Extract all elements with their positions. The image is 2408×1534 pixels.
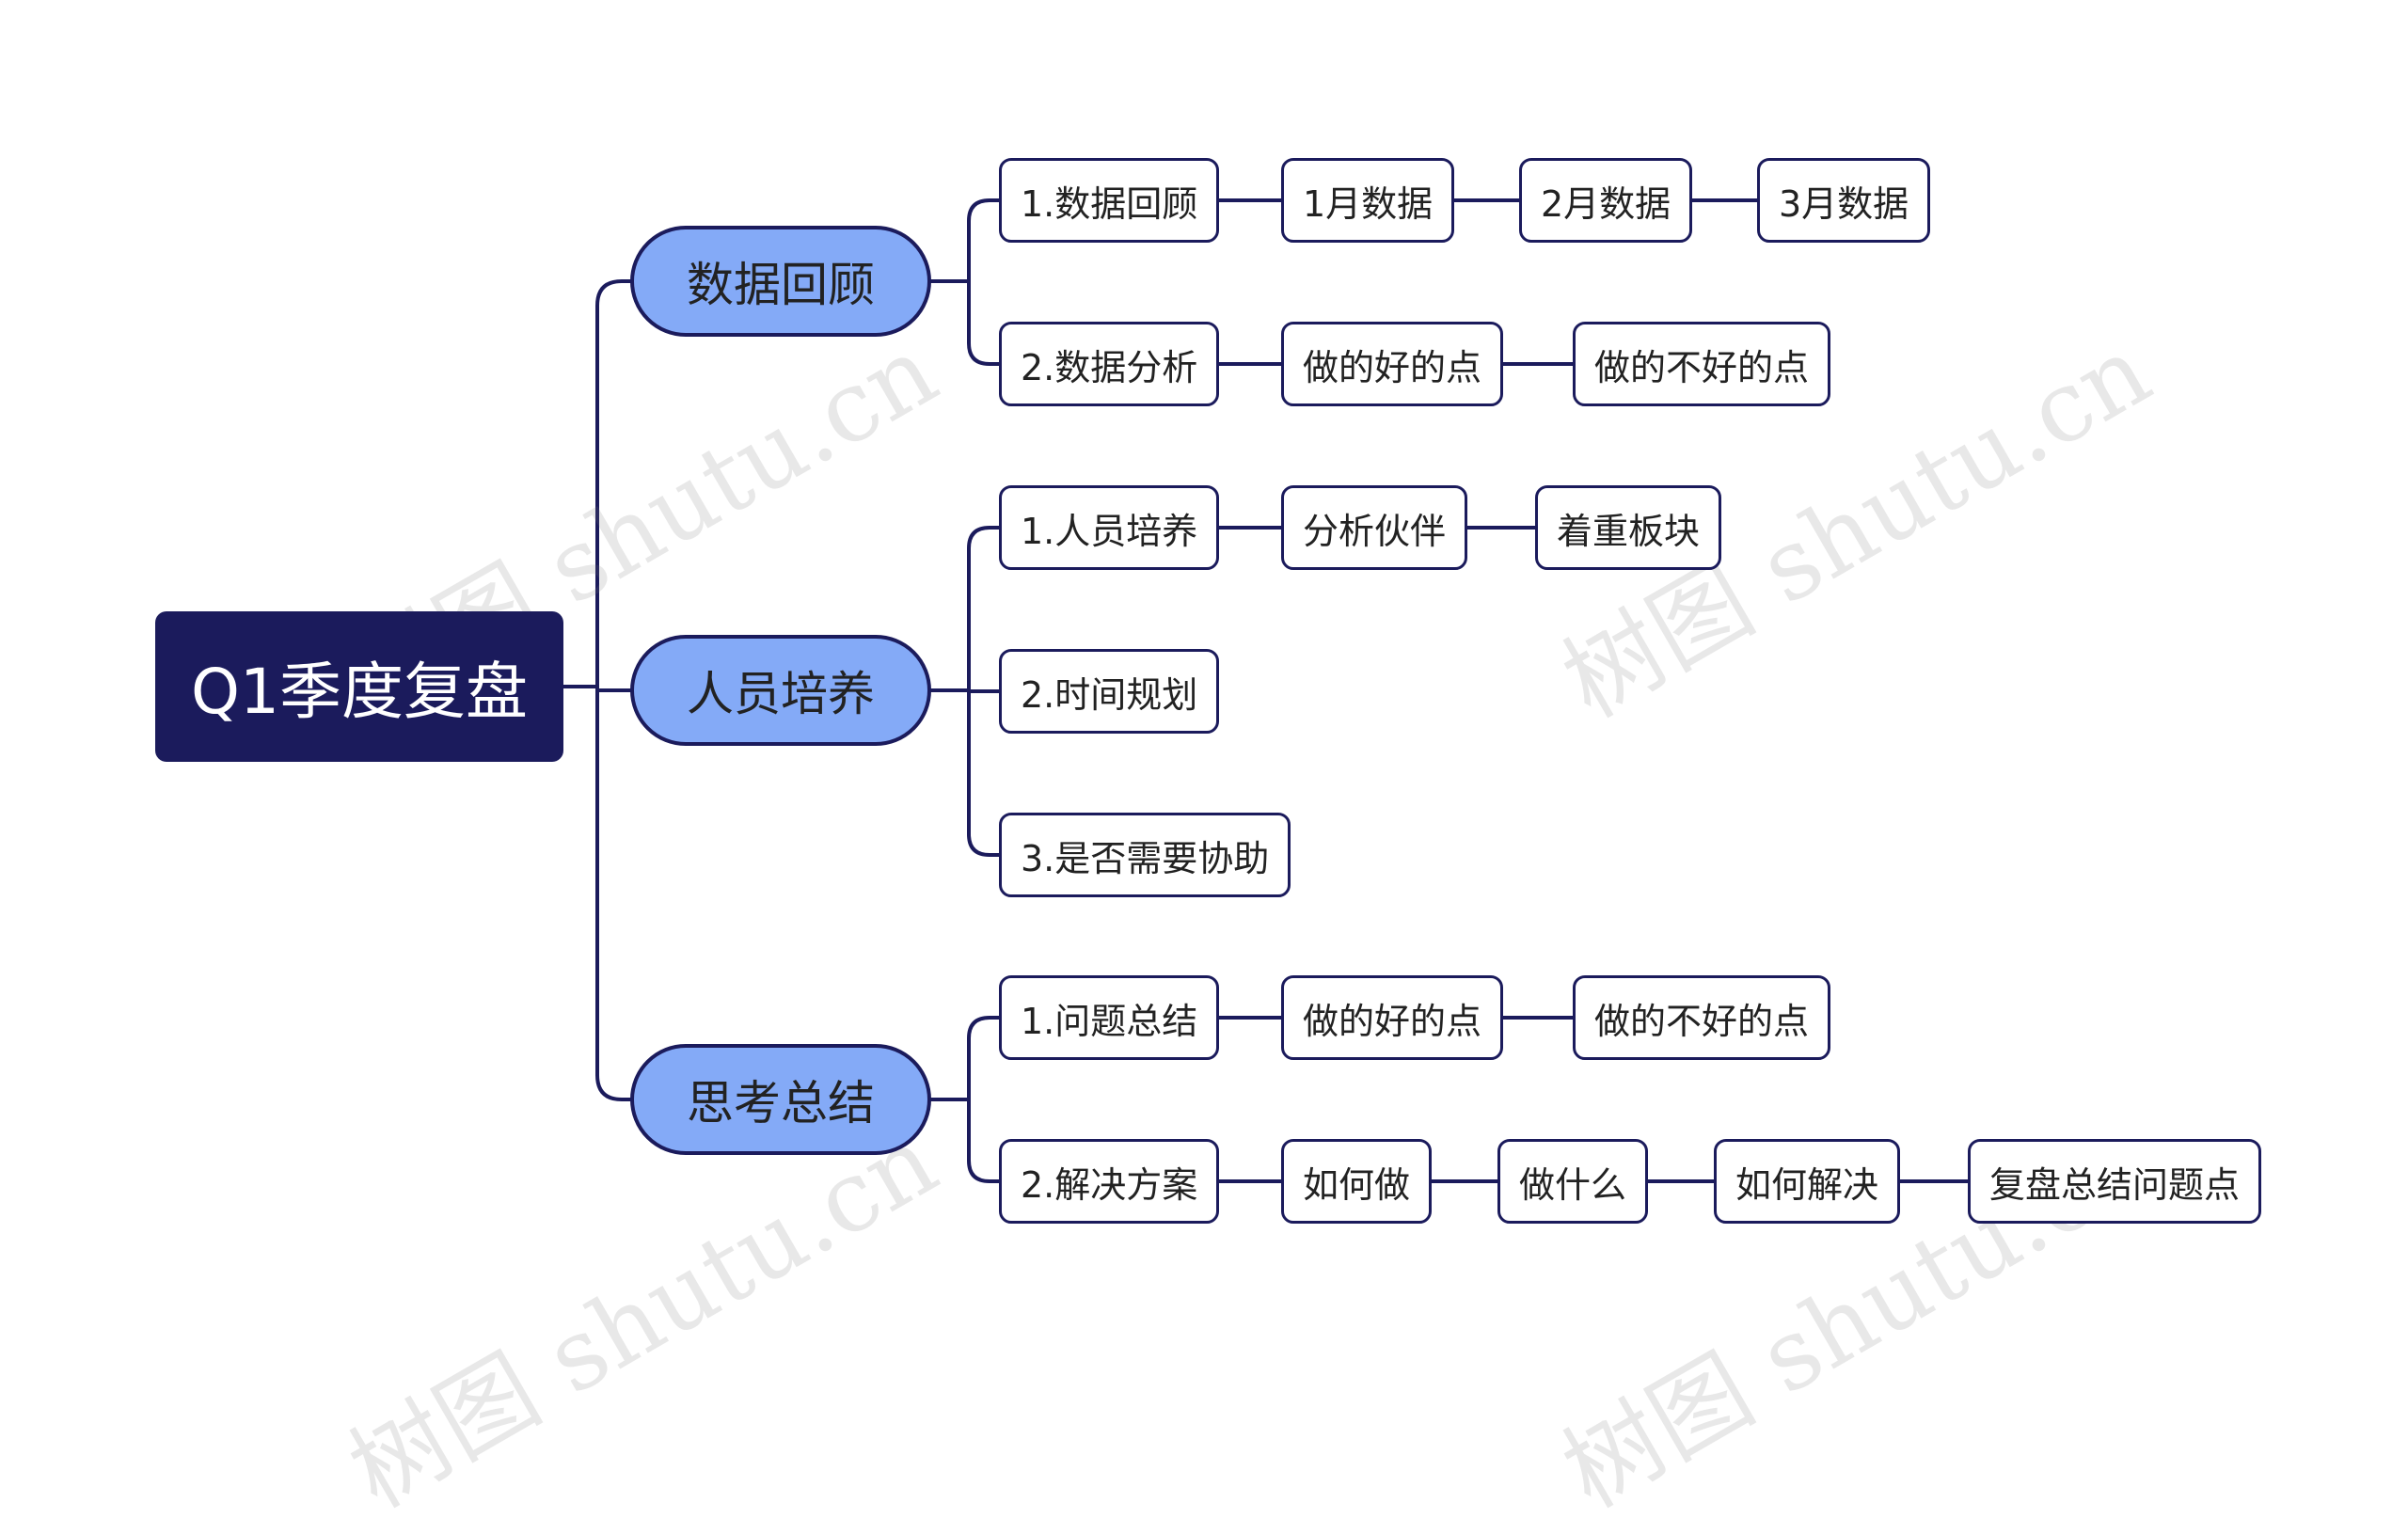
connector-line — [929, 279, 1001, 366]
chain-node[interactable]: 1月数据 — [1281, 158, 1455, 243]
chain-node[interactable]: 做的不好的点 — [1573, 322, 1831, 406]
connector-line — [929, 1098, 1001, 1183]
chain-node[interactable]: 如何做 — [1281, 1139, 1433, 1224]
connector-lines — [562, 198, 1970, 1183]
branch-node-data-review[interactable]: 数据回顾 — [630, 226, 931, 337]
chain-node[interactable]: 如何解决 — [1714, 1139, 1901, 1224]
topic-node[interactable]: 2.数据分析 — [999, 322, 1220, 406]
chain-node[interactable]: 着重板块 — [1535, 485, 1722, 570]
chain-node[interactable]: 做的好的点 — [1281, 322, 1504, 406]
topic-node[interactable]: 3.是否需要协助 — [999, 813, 1291, 897]
connector-line — [929, 688, 1001, 857]
connector-line — [929, 1016, 1001, 1101]
connector-line — [929, 198, 1001, 283]
mindmap-canvas: 树图 shutu.cn 树图 shutu.cn 树图 shutu.cn 树图 s… — [155, 158, 2262, 1529]
root-node[interactable]: Q1季度复盘 — [155, 611, 563, 762]
chain-node[interactable]: 分析伙伴 — [1281, 485, 1468, 570]
topic-node[interactable]: 2.时间规划 — [999, 649, 1220, 734]
chain-node[interactable]: 做什么 — [1497, 1139, 1649, 1224]
connector-line — [562, 279, 632, 688]
chain-node[interactable]: 做的不好的点 — [1573, 975, 1831, 1060]
branch-node-staff-training[interactable]: 人员培养 — [630, 635, 931, 746]
topic-node[interactable]: 1.数据回顾 — [999, 158, 1220, 243]
connector-line — [562, 685, 632, 1101]
chain-node[interactable]: 2月数据 — [1519, 158, 1693, 243]
chain-node[interactable]: 3月数据 — [1757, 158, 1931, 243]
chain-node[interactable]: 复盘总结问题点 — [1968, 1139, 2262, 1224]
chain-node[interactable]: 做的好的点 — [1281, 975, 1504, 1060]
topic-node[interactable]: 2.解决方案 — [999, 1139, 1220, 1224]
topic-node[interactable]: 1.问题总结 — [999, 975, 1220, 1060]
connector-line — [929, 526, 1001, 692]
branch-node-reflection-summary[interactable]: 思考总结 — [630, 1044, 931, 1155]
topic-node[interactable]: 1.人员培养 — [999, 485, 1220, 570]
